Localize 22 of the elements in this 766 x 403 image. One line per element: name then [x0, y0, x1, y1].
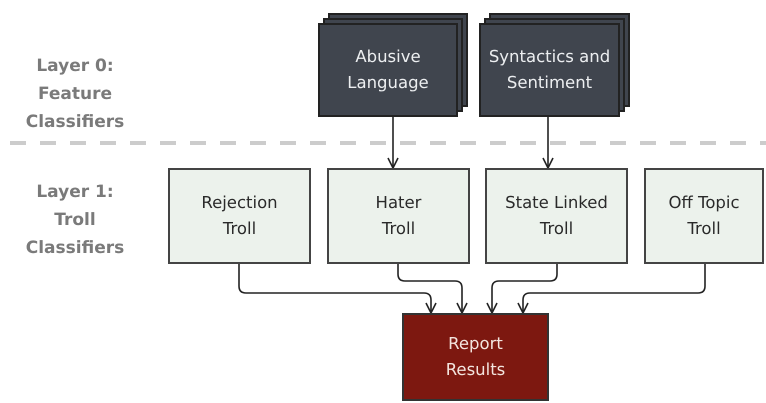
layer-label: Layer 1: Troll Classifiers	[24, 181, 126, 260]
node-label: Abusive Language	[346, 46, 430, 94]
arrow	[542, 117, 554, 169]
classifier-box	[479, 23, 620, 117]
layer-label: Layer 0: Feature Classifiers	[24, 55, 126, 134]
node-label: State Linked Troll	[504, 192, 609, 240]
arrow	[486, 264, 558, 314]
node-label: Off Topic Troll	[667, 192, 741, 240]
arrow	[397, 264, 468, 314]
classifier-box	[644, 168, 764, 264]
classifier-box	[168, 168, 311, 264]
node-label: Report Results	[444, 333, 506, 381]
classifier-box	[318, 23, 458, 117]
result-box	[402, 313, 549, 401]
arrow	[238, 264, 437, 314]
node-label: Syntactics and Sentiment	[488, 46, 612, 94]
arrow	[387, 117, 399, 169]
arrow	[517, 264, 706, 314]
classifier-box	[327, 168, 470, 264]
node-label: Rejection Troll	[200, 192, 279, 240]
classifier-box	[485, 168, 628, 264]
node-label: Hater Troll	[374, 192, 422, 240]
